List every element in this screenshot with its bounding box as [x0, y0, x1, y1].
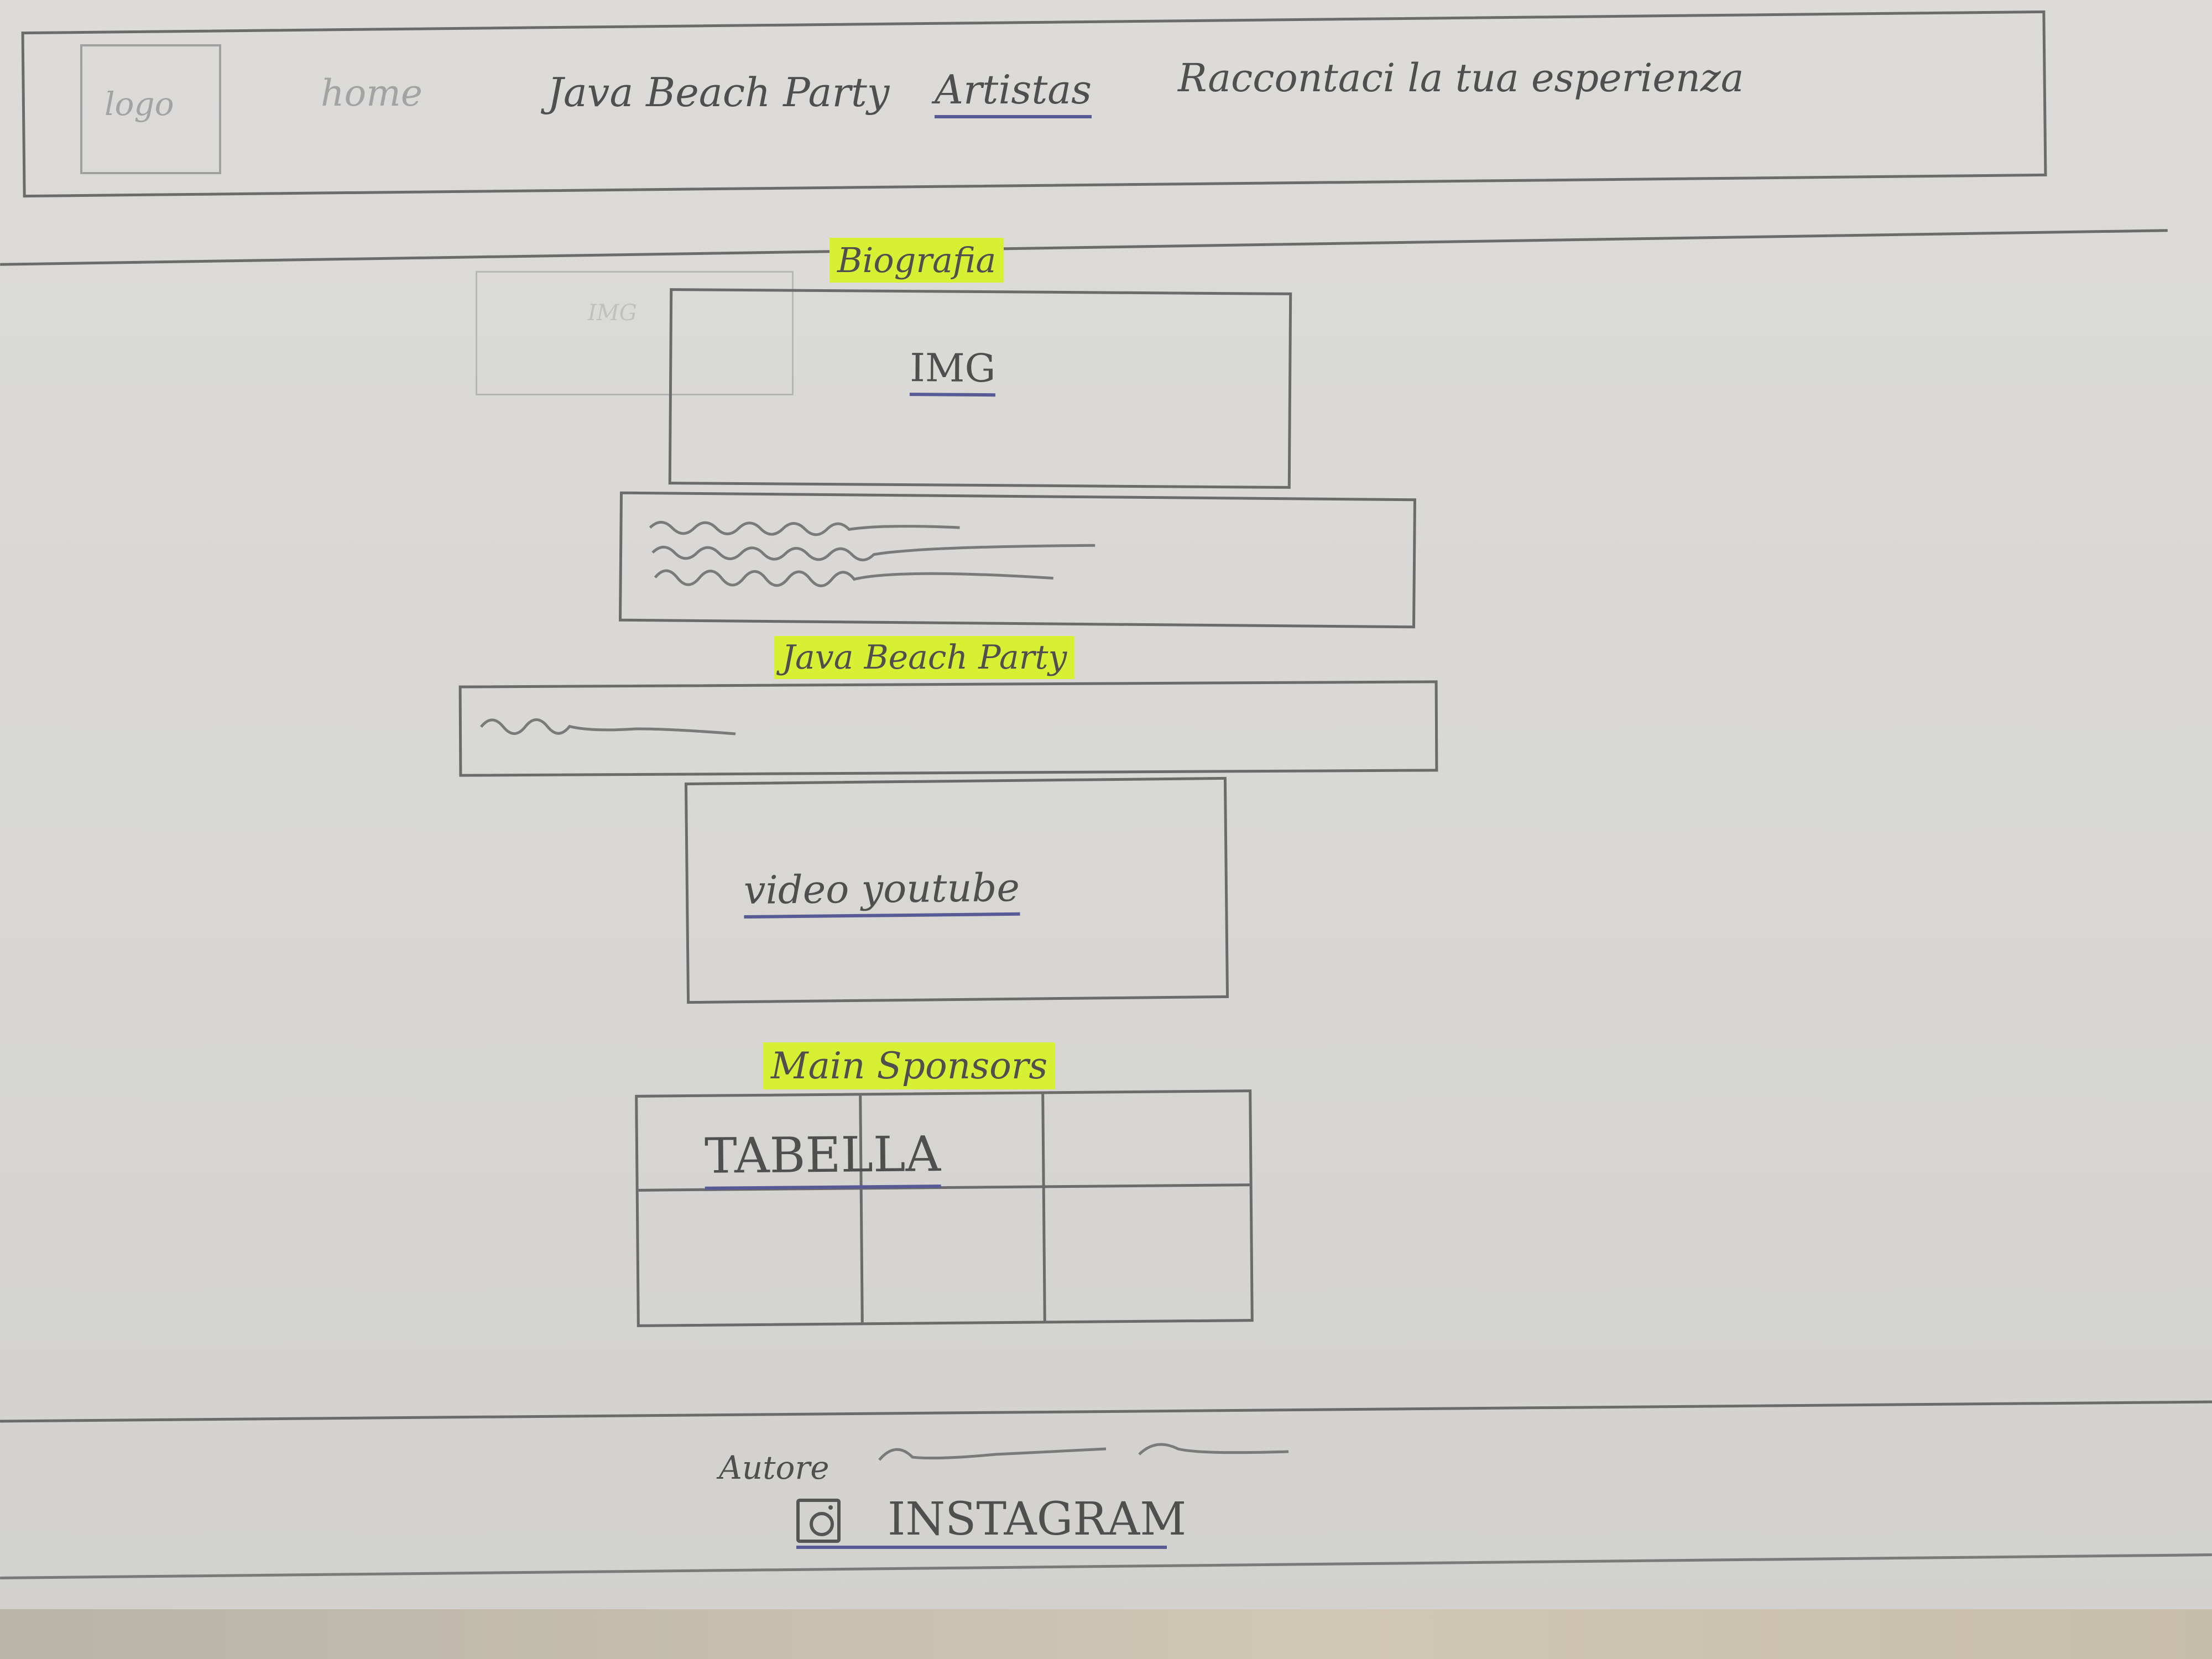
- sponsors-table-label: TABELLA: [704, 1125, 941, 1190]
- table-col-divider-2: [1041, 1094, 1046, 1321]
- jbp-text-box: [458, 680, 1438, 777]
- nav-item-raccontaci[interactable]: Raccontaci la tua esperienza: [1178, 55, 1744, 101]
- biografia-image-box[interactable]: IMG: [668, 288, 1292, 489]
- nav-item-java-beach-party[interactable]: Java Beach Party: [547, 69, 890, 116]
- nav-item-home[interactable]: home: [321, 72, 422, 114]
- footer-author-label: Autore: [719, 1449, 830, 1486]
- biografia-heading: Biografia: [830, 238, 1004, 283]
- youtube-video-box[interactable]: video youtube: [684, 776, 1229, 1004]
- jbp-heading: Java Beach Party: [774, 636, 1075, 679]
- logo-label: logo: [105, 85, 174, 123]
- ghost-img-label: IMG: [588, 300, 637, 326]
- biografia-text-box: [619, 491, 1416, 629]
- desk-surface: [0, 1609, 2212, 1659]
- paper-sheet: [0, 0, 2212, 1620]
- sponsors-heading: Main Sponsors: [763, 1042, 1056, 1089]
- biografia-image-label: IMG: [909, 345, 996, 397]
- nav-item-artistas[interactable]: Artistas: [935, 66, 1092, 118]
- instagram-icon: [796, 1499, 841, 1543]
- jbp-text-scribble: [480, 718, 736, 735]
- biografia-text-scribble: [649, 520, 1095, 587]
- footer-author-scribble: [878, 1443, 1289, 1461]
- ghost-img-box: IMG: [476, 271, 794, 395]
- footer-instagram-link[interactable]: INSTAGRAM: [796, 1493, 1186, 1549]
- sponsors-table: TABELLA: [635, 1089, 1254, 1327]
- youtube-video-label: video youtube: [743, 864, 1020, 919]
- instagram-label: INSTAGRAM: [888, 1493, 1187, 1546]
- logo-box[interactable]: logo: [80, 44, 221, 174]
